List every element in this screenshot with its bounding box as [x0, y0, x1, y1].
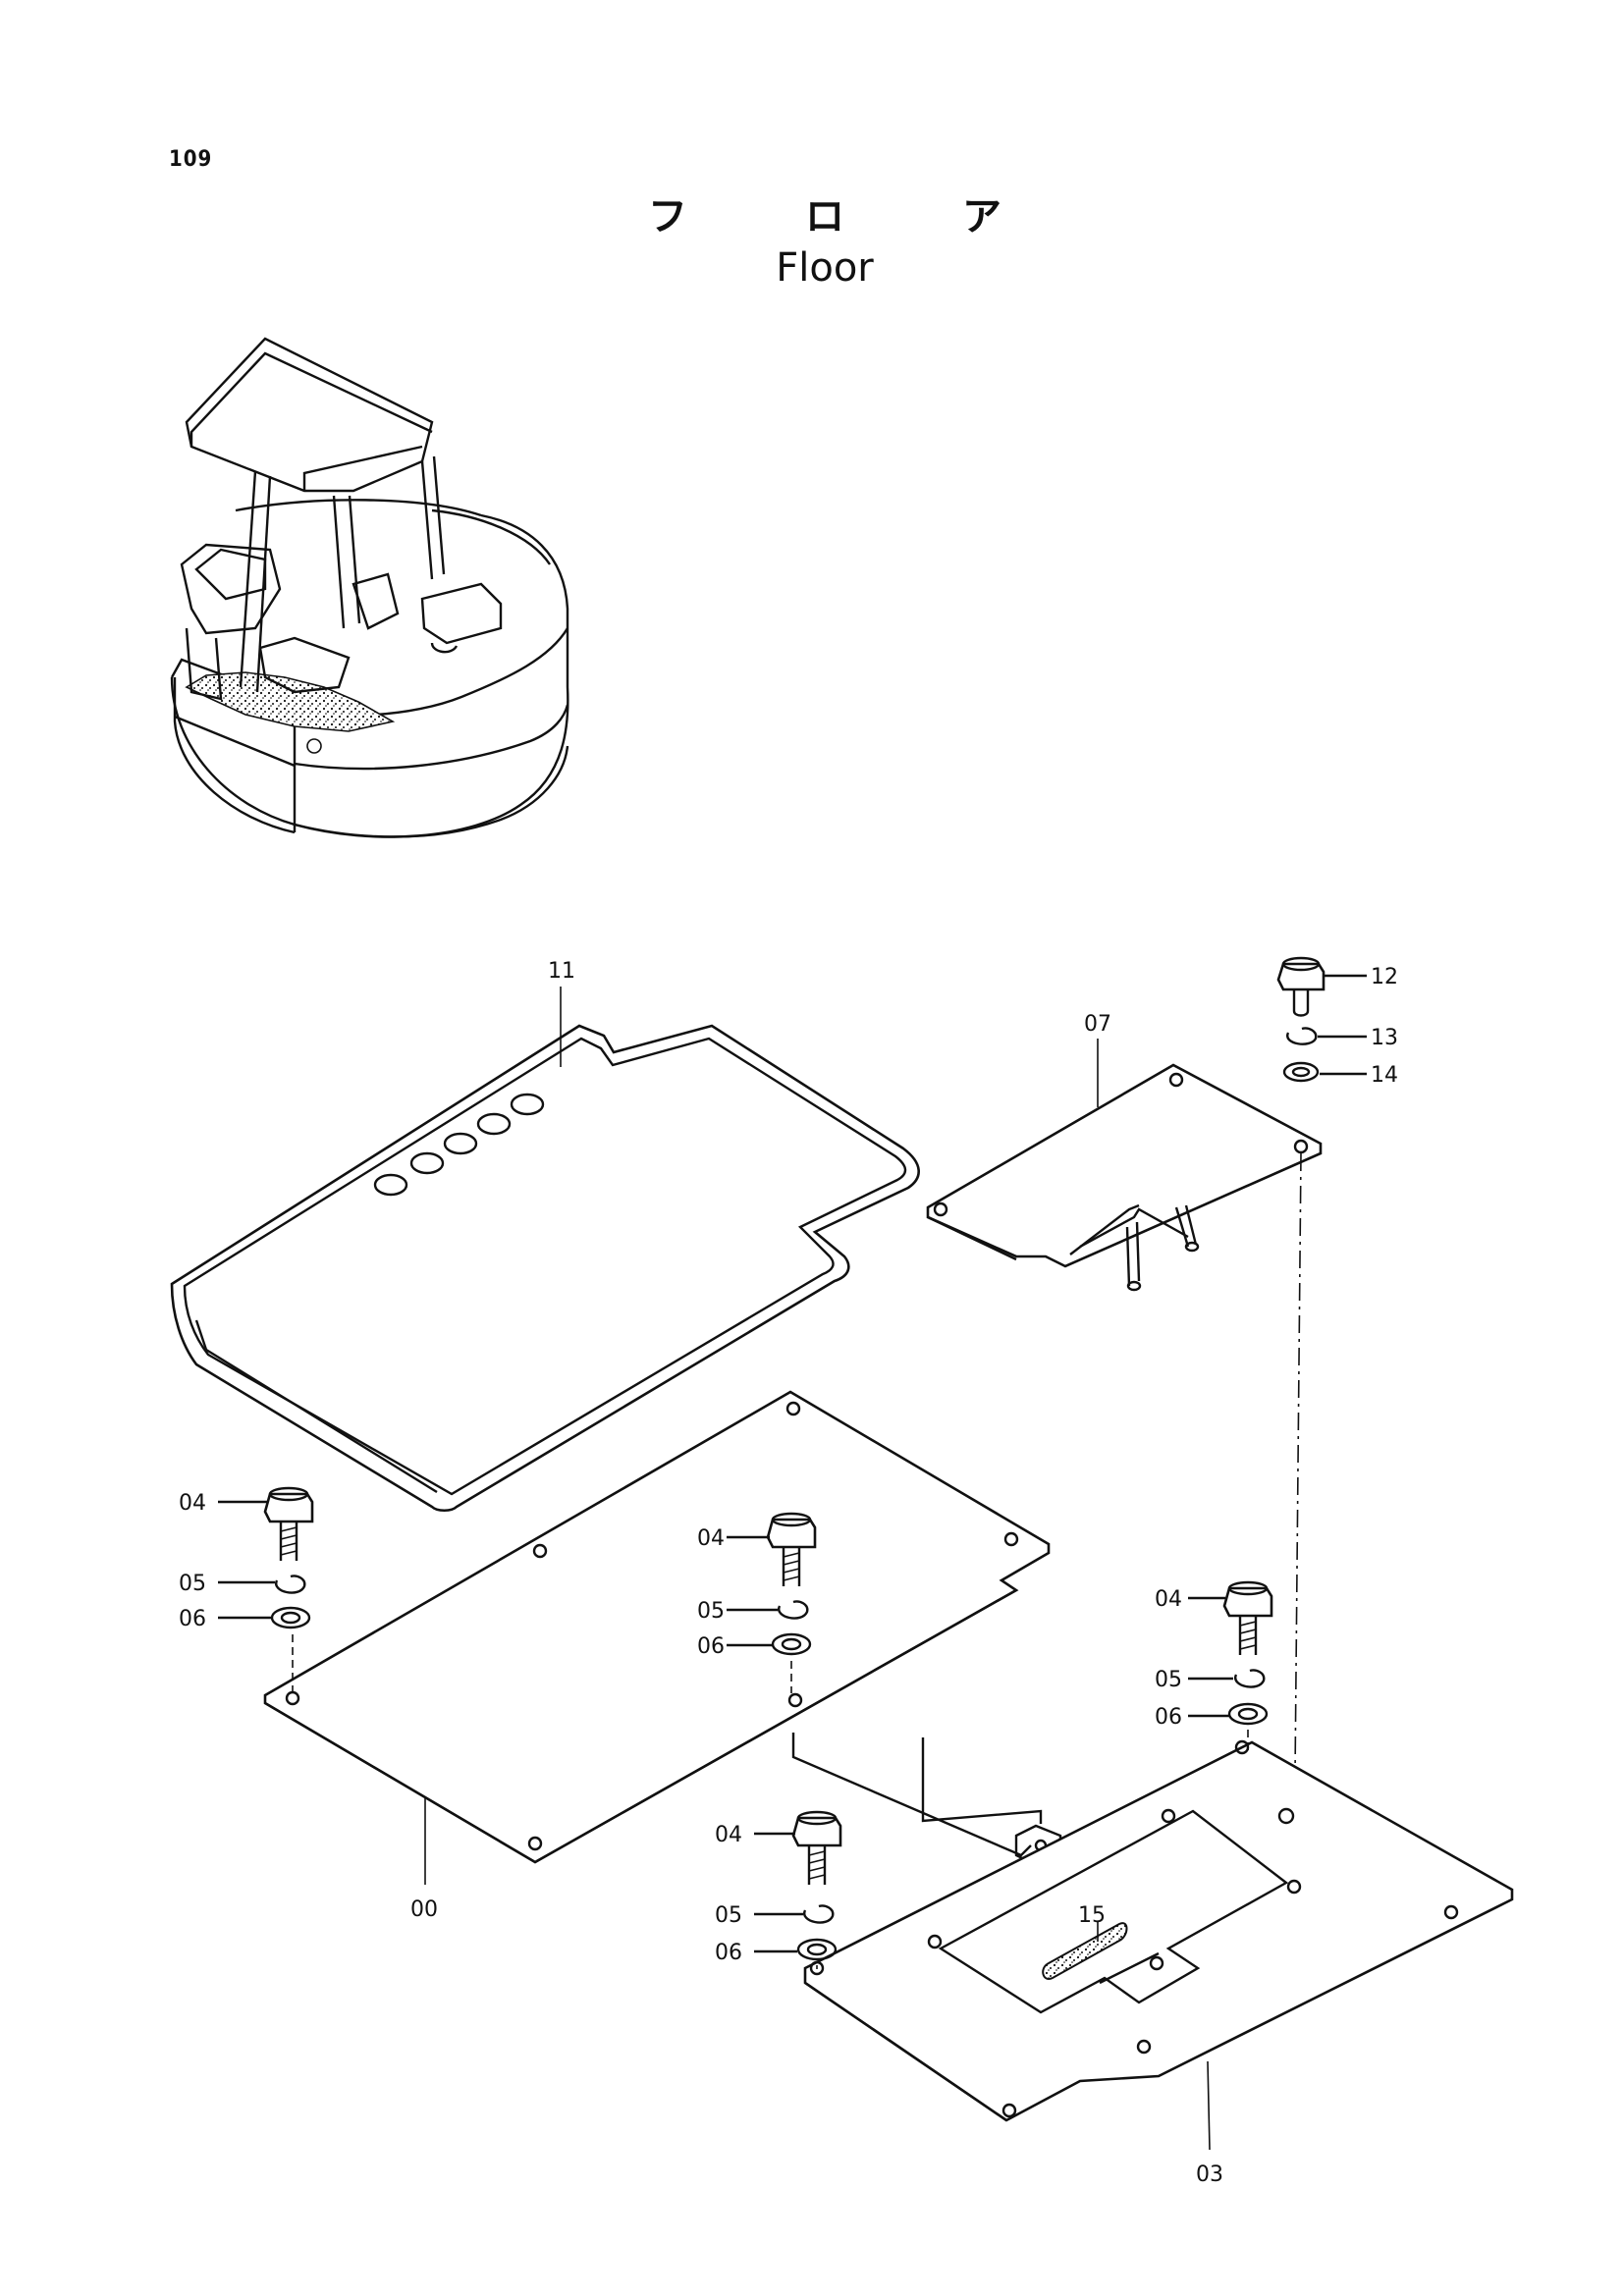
- label-04-left: 04: [179, 1491, 206, 1516]
- title-jp-char-3: ア: [962, 194, 1001, 240]
- label-11: 11: [548, 959, 575, 984]
- title-jp-char-1: フ: [648, 194, 687, 240]
- title-jp-char-2: ロ: [805, 194, 844, 240]
- label-05-center: 05: [697, 1599, 725, 1624]
- label-05-left: 05: [179, 1572, 206, 1596]
- part-00-floor-plate: 00: [263, 1390, 1051, 1922]
- label-05-lower: 05: [715, 1903, 742, 1928]
- label-15: 15: [1078, 1903, 1106, 1928]
- machine-overview-illustration: [170, 337, 569, 838]
- page-number: 109: [169, 147, 213, 172]
- label-04-right: 04: [1155, 1587, 1182, 1612]
- label-12: 12: [1371, 965, 1398, 989]
- assembly-center-line: [1293, 1152, 1302, 1881]
- page-title-japanese: フ ロ ア: [648, 185, 1001, 241]
- label-00: 00: [410, 1897, 438, 1922]
- label-06-left: 06: [179, 1607, 206, 1631]
- fastener-set-left: 04 05 06: [179, 1486, 314, 1693]
- label-07: 07: [1084, 1012, 1111, 1037]
- fastener-set-top-right: 12 13 14: [1276, 956, 1398, 1088]
- page-title-english: Floor: [776, 245, 874, 291]
- label-04-lower: 04: [715, 1823, 742, 1847]
- label-04-center: 04: [697, 1526, 725, 1551]
- part-03-base-plate: 03: [803, 1739, 1514, 2187]
- label-13: 13: [1371, 1026, 1398, 1050]
- part-15-grip: 15: [1042, 1903, 1128, 1980]
- fastener-set-right: 04 05 06: [1155, 1580, 1273, 1752]
- label-03: 03: [1196, 2163, 1223, 2187]
- label-06-center: 06: [697, 1634, 725, 1659]
- label-06-lower: 06: [715, 1941, 742, 1965]
- label-05-right: 05: [1155, 1668, 1182, 1692]
- fastener-set-center: 04 05 06: [697, 1512, 817, 1693]
- part-11-floor-mat: 11: [170, 959, 920, 1513]
- label-14: 14: [1371, 1063, 1398, 1088]
- label-06-right: 06: [1155, 1705, 1182, 1730]
- fastener-set-lower: 04 05 06: [715, 1810, 842, 1971]
- part-07-cover-plate: 07: [926, 1012, 1323, 1292]
- floor-highlight: [185, 671, 396, 732]
